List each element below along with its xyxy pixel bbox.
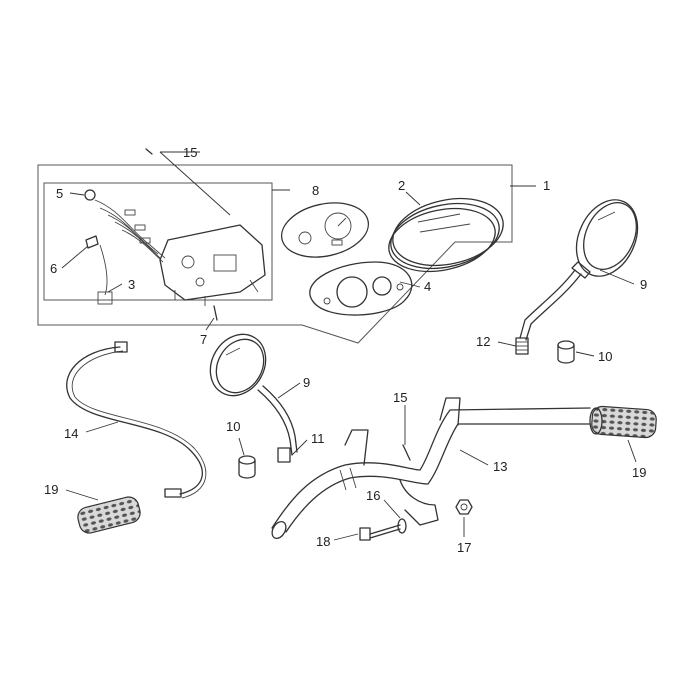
screw-part-7: [213, 305, 218, 321]
callout-1: 1: [543, 178, 550, 193]
instrument-assembly-frame: [37, 164, 513, 344]
callout-18: 18: [316, 534, 330, 549]
bulb-part-6: [85, 235, 99, 249]
spacer-part-10-left: [238, 455, 256, 479]
callout-6: 6: [50, 261, 57, 276]
screw-part-15-lower: [402, 444, 411, 461]
callout-4: 4: [424, 279, 431, 294]
handlebar: [271, 397, 591, 540]
instrument-housing: [159, 224, 266, 306]
callout-3: 3: [128, 277, 135, 292]
callout-13: 13: [493, 459, 507, 474]
right-grip: [589, 405, 657, 439]
throttle-cable: [66, 341, 207, 499]
instrument-lens: [388, 197, 504, 273]
screw-part-15-upper: [145, 148, 153, 155]
callout-19-right: 19: [632, 465, 646, 480]
callout-17: 17: [457, 540, 471, 555]
callout-labels: 1 2 3 4 5 6 7 8 9 9 10 10 11 12 13 14 15…: [44, 145, 647, 555]
callout-10-right: 10: [598, 349, 612, 364]
right-mirror: [519, 199, 639, 341]
washer-part-16: [397, 518, 407, 534]
callout-15-top: 15: [183, 145, 197, 160]
callout-15-lower: 15: [393, 390, 407, 405]
callout-5: 5: [56, 186, 63, 201]
bolt-part-18: [359, 524, 401, 541]
callout-12: 12: [476, 334, 490, 349]
spacer-part-10-right: [557, 340, 575, 364]
callout-11: 11: [311, 431, 325, 446]
callout-8: 8: [312, 183, 319, 198]
callout-9-right: 9: [640, 277, 647, 292]
callout-14: 14: [64, 426, 78, 441]
wiring-group-frame: [43, 182, 273, 301]
callout-9-left: 9: [303, 375, 310, 390]
callout-7: 7: [200, 332, 207, 347]
wiring-harness: [94, 199, 166, 305]
callout-19-left: 19: [44, 482, 58, 497]
callout-10-left: 10: [226, 419, 240, 434]
screw-part-5: [84, 189, 96, 201]
callout-16: 16: [366, 488, 380, 503]
left-grip: [77, 496, 141, 534]
callout-2: 2: [398, 178, 405, 193]
nut-part-17: [455, 499, 473, 515]
instrument-dial-face: [280, 202, 370, 258]
leader-lines: [61, 151, 637, 541]
instrument-bezel: [309, 261, 413, 316]
left-mirror: [209, 333, 298, 463]
